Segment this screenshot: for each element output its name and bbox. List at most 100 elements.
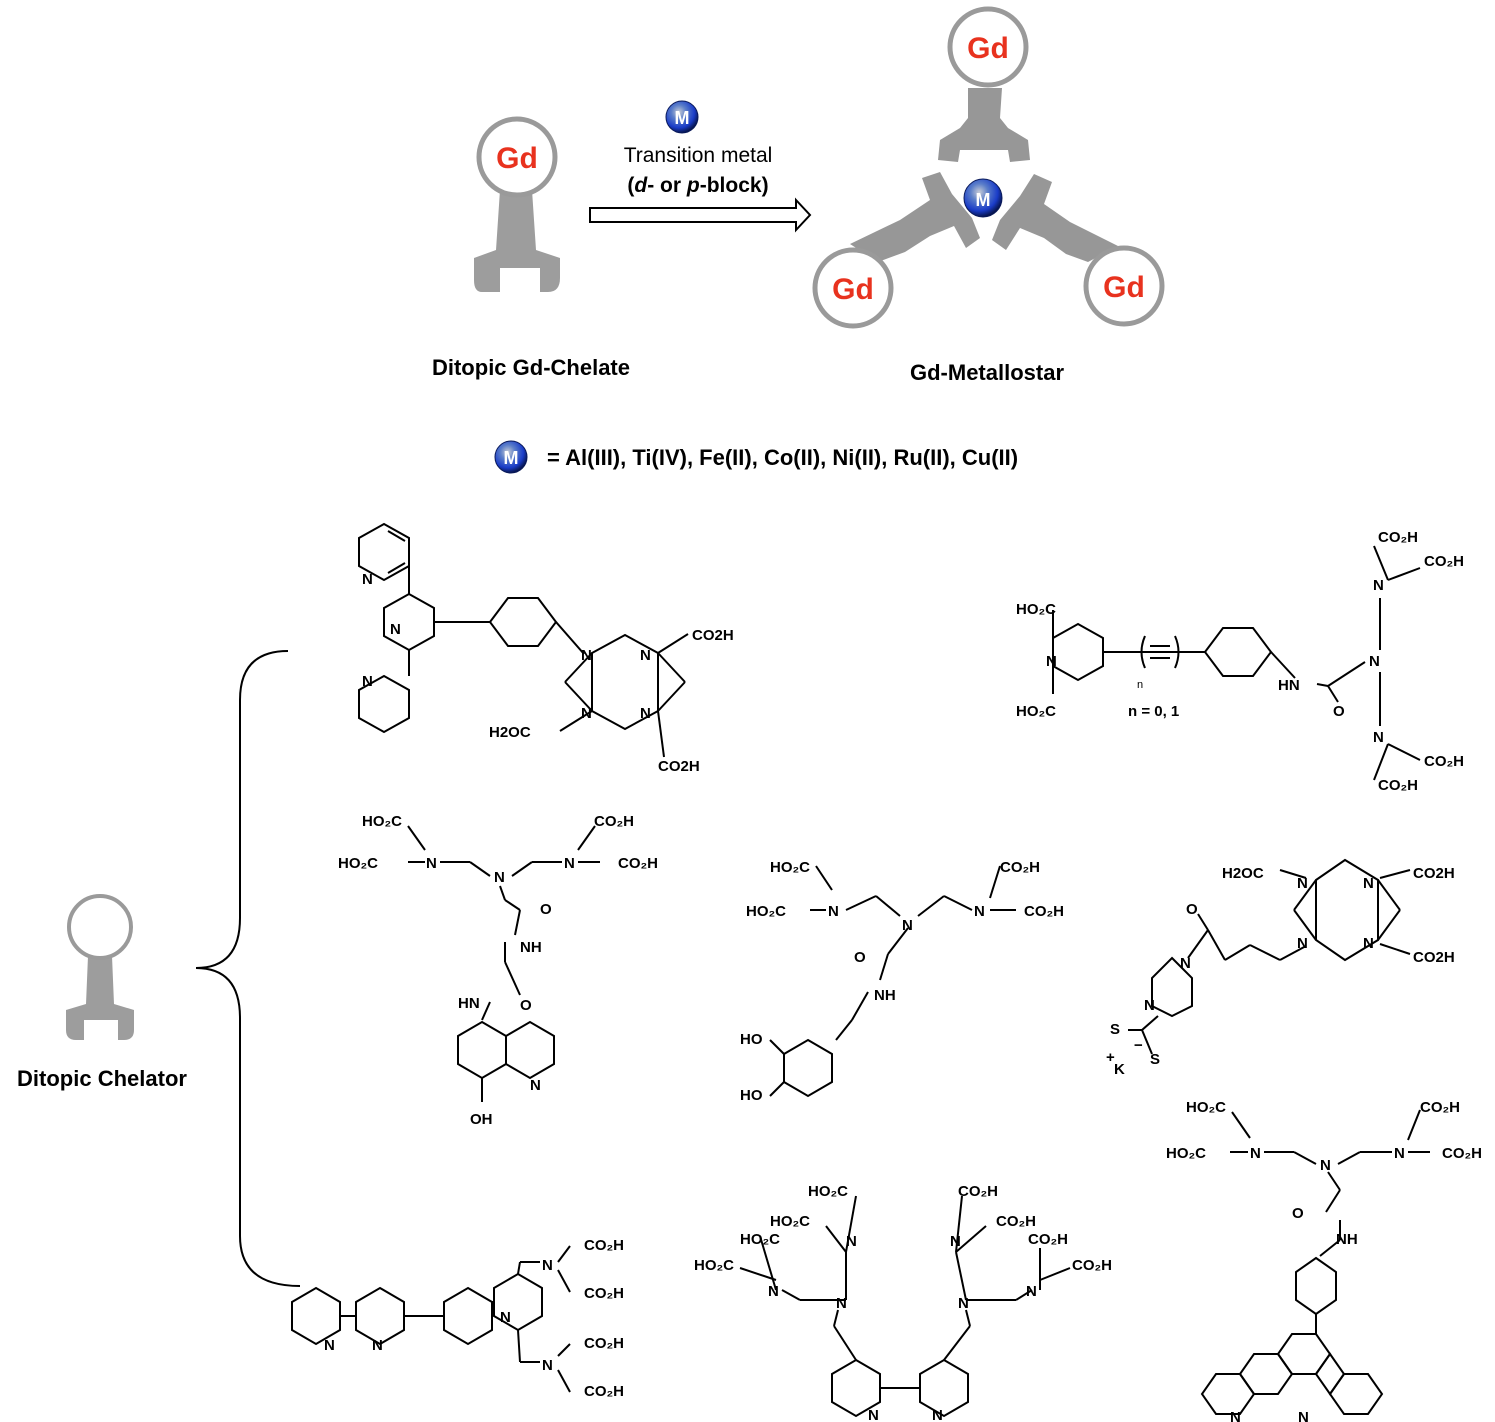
metal-symbol: M [504,448,519,468]
structure-dipicolinate: HO₂C N HO₂C n n = 0, 1 HN O N N N CO₂H C… [1016,529,1464,794]
atom-n: N [530,1077,541,1094]
atom-co2h: CO₂H [1442,1145,1482,1162]
atom-minus: − [1134,1037,1143,1054]
atom-ho2c: HO₂C [1016,601,1056,618]
atom-ho2c: HO₂C [770,1213,810,1230]
atom-n: N [974,903,985,920]
atom-n: N [1394,1145,1405,1162]
atom-ho2c: HO₂C [740,1231,780,1248]
atom-n: N [1046,653,1057,670]
atom-co2h: CO₂H [1028,1231,1068,1248]
atom-n: N [564,855,575,872]
atom-ho2c: HO₂C [338,855,378,872]
atom-ho: HO [740,1031,763,1048]
atom-ho2c: HO₂C [1166,1145,1206,1162]
atom-n: N [390,621,401,638]
atom-n: N [1026,1283,1037,1300]
gd-label: Gd [1103,271,1145,304]
atom-co2h: CO₂H [1000,859,1040,876]
atom-n: N [846,1233,857,1250]
atom-n: N [868,1407,879,1422]
atom-o: O [540,901,552,918]
atom-n: N [1180,955,1191,972]
atom-o: O [520,997,532,1014]
chelator-caption: Ditopic Chelator [17,1066,187,1091]
structure-dithiocarbamate: H2OC N N N N CO2H CO2H O N N S S − + K [1106,858,1455,1078]
atom-co2h: CO₂H [584,1285,624,1302]
metal-symbol: M [976,190,991,210]
ditopic-chelator-icon [66,894,134,1040]
atom-plus: + [1106,1049,1115,1066]
curly-brace [195,650,301,1287]
atom-nh: NH [520,939,542,956]
ditopic-gd-chelate-icon: Gd [474,116,560,292]
metal-symbol: M [675,108,690,128]
atom-n: N [542,1257,553,1274]
atom-co2h: CO₂H [1378,529,1418,546]
atom-n: N [426,855,437,872]
atom-n: N [950,1233,961,1250]
atom-o: O [1186,901,1198,918]
atom-co2h: CO₂H [584,1383,624,1400]
atom-co2h: CO2H [692,627,734,644]
gd-label: Gd [832,273,874,306]
atom-n: N [362,673,373,690]
atom-n: N [768,1283,779,1300]
atom-n: N [902,917,913,934]
arrow-label-line2: (d- or p-block) [627,174,768,197]
atom-n-subscript: n [1137,679,1143,691]
atom-co2h: CO₂H [584,1237,624,1254]
structure-bipyridine-bis-dtpa: N N N N N N N N HO₂C HO₂C HO₂C HO₂C CO₂H… [694,1183,1112,1422]
atom-n: N [1369,653,1380,670]
atom-ho2c: HO₂C [362,813,402,830]
atom-o: O [854,949,866,966]
atom-n: N [581,705,592,722]
atom-co2h: CO₂H [1378,777,1418,794]
gd-label: Gd [496,142,538,175]
atom-n: N [372,1337,383,1354]
structure-phenanthroline: HO₂C HO₂C N N N CO₂H CO₂H O NH N N [1166,1099,1482,1422]
atom-n: N [362,571,373,588]
atom-n: N [640,647,651,664]
atom-co2h: CO₂H [1072,1257,1112,1274]
atom-n: N [958,1295,969,1312]
atom-ho2c: HO₂C [808,1183,848,1200]
atom-ho2c: HO₂C [1186,1099,1226,1116]
atom-s: S [1150,1051,1160,1068]
atom-s: S [1110,1021,1120,1038]
atom-nh: NH [874,987,896,1004]
atom-n: N [581,647,592,664]
arrow-label-line1: Transition metal [624,144,773,167]
atom-co2h: CO₂H [1024,903,1064,920]
atom-co2h: CO₂H [1424,753,1464,770]
atom-n: N [1297,935,1308,952]
atom-k: K [1114,1061,1125,1078]
structure-catechol: HO₂C HO₂C N N N CO₂H CO₂H O NH HO HO [740,859,1064,1104]
right-caption: Gd-Metallostar [910,360,1064,385]
atom-co2h: CO₂H [1424,553,1464,570]
atom-n: N [1144,997,1155,1014]
atom-n: N [828,903,839,920]
atom-ho2c: HO₂C [1016,703,1056,720]
atom-n: N [1230,1409,1241,1422]
gd-metallostar-icon: Gd Gd Gd M [812,6,1165,329]
atom-n: N [1250,1145,1261,1162]
metal-list-text: = Al(III), Ti(IV), Fe(II), Co(II), Ni(II… [547,445,1018,470]
atom-h2oc: H2OC [1222,865,1264,882]
atom-n: N [494,869,505,886]
atom-hn: HN [458,995,480,1012]
atom-co2h: CO₂H [958,1183,998,1200]
atom-n: N [1320,1157,1331,1174]
atom-co2h: CO2H [1413,865,1455,882]
structure-bipyridine-pyridine-ida: N N N N N CO₂H CO₂H CO₂H CO₂H [291,1237,624,1400]
atom-co2h: CO₂H [996,1213,1036,1230]
atom-n: N [640,705,651,722]
atom-n: N [932,1407,943,1422]
atom-ho2c: HO₂C [746,903,786,920]
reaction-arrow: M Transition metal (d- or p-block) [589,100,812,233]
atom-ho2c: HO₂C [770,859,810,876]
atom-n: N [1363,875,1374,892]
atom-co2h: CO₂H [1420,1099,1460,1116]
atom-oh: OH [470,1111,493,1128]
